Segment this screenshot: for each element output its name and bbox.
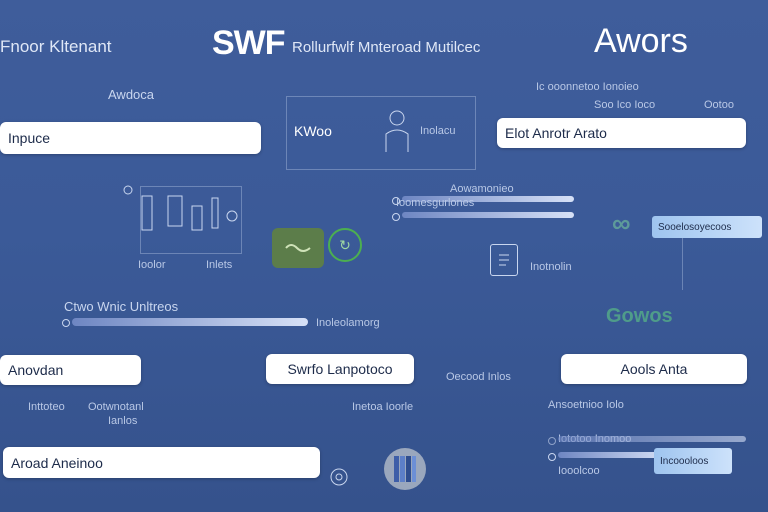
- right-top-line-2: Soo Ico Ioco: [594, 99, 656, 111]
- right-brand: Awors: [594, 22, 688, 60]
- input-top-right[interactable]: Elot Anrotr Arato: [497, 118, 746, 148]
- connector-line: [682, 238, 683, 290]
- icon-caption-1: Ioolor: [138, 259, 166, 271]
- left-label-top: Awdoca: [108, 87, 155, 102]
- input-bottom-left[interactable]: Aroad Aneinoo: [3, 447, 320, 478]
- sliders-icon: [123, 185, 238, 231]
- right-button[interactable]: Aools Anta: [561, 354, 747, 384]
- tag-bottom-right[interactable]: Incoooloos: [654, 448, 732, 474]
- card-frame: [286, 96, 476, 170]
- user-icon: [385, 110, 409, 152]
- right-top-line-3: Ootoo: [704, 99, 734, 111]
- right-list-bar-2: [548, 452, 668, 461]
- center-caption: Inetoa Ioorle: [352, 401, 414, 413]
- progress-bar-2: [392, 212, 574, 221]
- bar-label-1: Aowamonieo: [450, 183, 514, 195]
- settings-icon[interactable]: [328, 466, 350, 488]
- slider-caption: Inoleolamorg: [316, 317, 380, 329]
- input-top-left[interactable]: Inpuce: [0, 122, 261, 154]
- icon-caption-2: Inlets: [206, 259, 233, 271]
- doc-caption: Inotnolin: [530, 261, 572, 273]
- right-badge: Gowos: [606, 305, 673, 327]
- center-button[interactable]: Swrfo Lanpotoco: [266, 354, 414, 384]
- header-left-title: Fnoor Kltenant: [0, 37, 112, 56]
- slider-bar[interactable]: [62, 318, 308, 327]
- brand-logo: SWF: [212, 24, 286, 62]
- right-list-bar-1: [548, 436, 746, 445]
- center-side-caption: Oecood Inlos: [446, 371, 511, 383]
- slider-label: Ctwo Wnic Unltreos: [64, 299, 179, 314]
- progress-bar-1: [392, 196, 574, 205]
- folder-icon[interactable]: [272, 228, 324, 268]
- left-caption-3: Ianlos: [108, 415, 138, 427]
- card-title: KWoo: [294, 123, 332, 139]
- right-caption: Ansoetnioo Iolo: [548, 399, 624, 411]
- input-mid-left[interactable]: Anovdan: [0, 355, 141, 385]
- right-list-item-2: Iooolcoo: [558, 465, 600, 477]
- bar-label-2: Ioomesgurlones: [396, 197, 475, 209]
- left-caption-1: Inttoteo: [28, 401, 65, 413]
- card-caption: Inolacu: [420, 125, 456, 137]
- refresh-icon[interactable]: ↻: [328, 228, 362, 262]
- right-top-line-1: Ic ooonnetoo Ionoieo: [536, 81, 639, 93]
- left-caption-2: Ootwnotanl: [88, 401, 144, 413]
- header-subtitle: Rollurfwlf Mnteroad Mutilcec: [292, 39, 481, 56]
- diagram-frame: [140, 186, 242, 254]
- document-icon[interactable]: [490, 244, 518, 276]
- books-icon[interactable]: [384, 448, 426, 490]
- right-logo-mark: ∞: [612, 208, 631, 238]
- tag-top-right[interactable]: Sooelosoyecoos: [652, 216, 762, 238]
